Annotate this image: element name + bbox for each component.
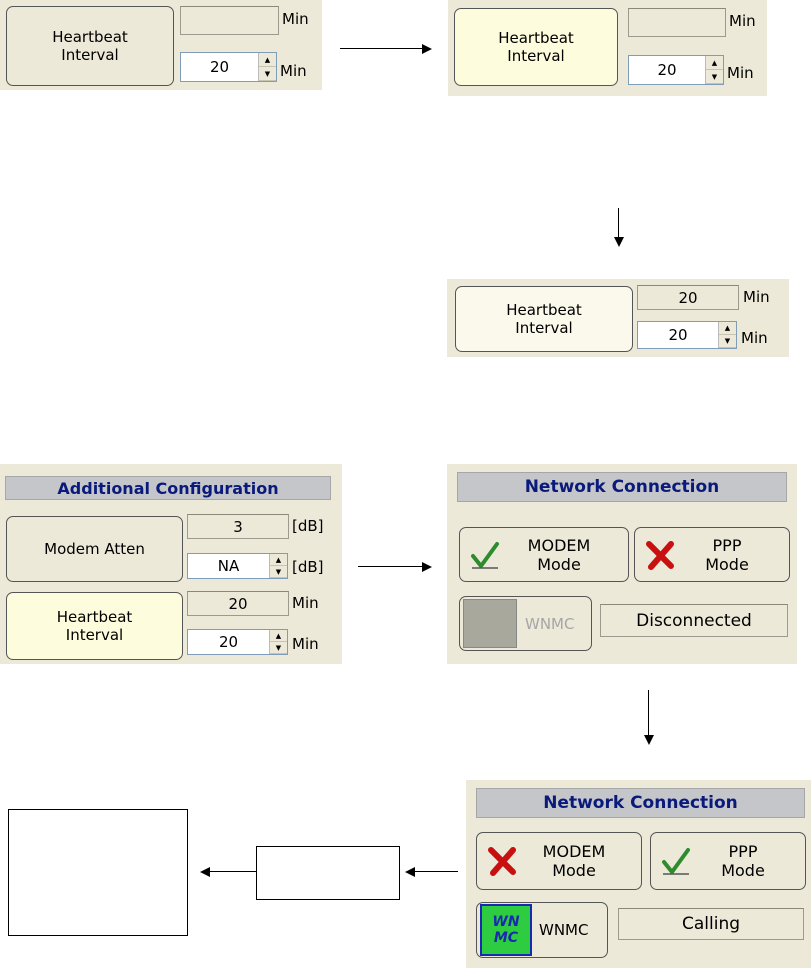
spin-up-icon[interactable]: ▲ — [270, 630, 287, 642]
modem-mode-button[interactable]: MODEM Mode — [476, 832, 642, 890]
ppp-mode-label: PPP Mode — [721, 842, 765, 880]
arrow-right — [358, 566, 422, 567]
section-header: Additional Configuration — [5, 476, 331, 500]
arrow-right — [340, 48, 422, 49]
arrowhead-icon — [614, 237, 624, 247]
wnmc-label: WNMC — [525, 614, 575, 633]
wnmc-button[interactable]: WN MC WNMC — [476, 902, 608, 958]
heartbeat-panel-2: Heartbeat Interval Min 20 ▲▼ Min — [448, 0, 767, 96]
spinner-value: 20 — [668, 326, 688, 344]
heartbeat-interval-button[interactable]: Heartbeat Interval — [6, 592, 183, 660]
arrow-down — [618, 208, 619, 238]
unit-label: [dB] — [292, 558, 324, 576]
spin-up-icon[interactable]: ▲ — [259, 53, 276, 67]
cross-icon — [488, 847, 516, 876]
cross-icon — [646, 540, 674, 570]
arrow-left — [415, 871, 458, 872]
modem-mode-label: MODEM Mode — [542, 842, 606, 880]
empty-box — [8, 809, 188, 936]
section-header: Network Connection — [457, 472, 787, 502]
spin-down-icon[interactable]: ▼ — [719, 335, 736, 348]
spin-down-icon[interactable]: ▼ — [270, 642, 287, 654]
wnmc-icon-text: WN MC — [492, 914, 520, 946]
heartbeat-spinner[interactable]: 20 ▲▼ — [637, 321, 737, 349]
spin-up-icon[interactable]: ▲ — [270, 554, 287, 566]
spin-up-icon[interactable]: ▲ — [706, 56, 723, 70]
check-icon — [471, 541, 499, 569]
spinner-value: 20 — [218, 633, 239, 651]
modem-mode-label: MODEM Mode — [527, 535, 591, 574]
modem-atten-current-field: 3 — [187, 514, 289, 539]
spinner-value: 20 — [657, 61, 677, 79]
spin-down-icon[interactable]: ▼ — [259, 67, 276, 81]
wnmc-icon: WN MC — [480, 904, 532, 956]
heartbeat-spinner[interactable]: 20 ▲▼ — [628, 55, 724, 85]
arrow-left — [210, 871, 256, 872]
unit-label: [dB] — [292, 517, 324, 535]
modem-atten-spinner[interactable]: NA ▲▼ — [187, 553, 288, 579]
wnmc-button[interactable]: WNMC — [459, 596, 592, 651]
heartbeat-panel-3: Heartbeat Interval 20 Min 20 ▲▼ Min — [447, 279, 789, 357]
empty-box — [256, 846, 400, 900]
wnmc-label: WNMC — [539, 921, 589, 939]
arrow-down — [648, 690, 649, 736]
unit-label: Min — [292, 594, 319, 612]
network-connection-panel-2: Network Connection MODEM Mode PPP Mode W… — [466, 780, 811, 968]
heartbeat-spinner[interactable]: 20 ▲▼ — [180, 52, 277, 82]
arrowhead-icon — [422, 562, 432, 572]
section-header: Network Connection — [476, 788, 805, 818]
heartbeat-interval-button[interactable]: Heartbeat Interval — [455, 286, 633, 352]
ppp-mode-label: PPP Mode — [705, 535, 749, 574]
spin-up-icon[interactable]: ▲ — [719, 322, 736, 335]
network-connection-panel-1: Network Connection MODEM Mode PPP Mode W… — [447, 464, 797, 664]
connection-status-field: Calling — [618, 908, 804, 940]
heartbeat-current-field — [628, 8, 726, 37]
spin-down-icon[interactable]: ▼ — [706, 70, 723, 84]
spinner-value: 20 — [209, 58, 230, 76]
spin-down-icon[interactable]: ▼ — [270, 566, 287, 578]
spinner-value: NA — [217, 557, 240, 575]
arrowhead-icon — [422, 44, 432, 54]
unit-label: Min — [727, 64, 754, 82]
arrowhead-icon — [405, 867, 415, 877]
check-icon — [662, 848, 690, 875]
heartbeat-current-field: 20 — [637, 285, 739, 310]
heartbeat-interval-button[interactable]: Heartbeat Interval — [6, 6, 174, 86]
arrowhead-icon — [644, 735, 654, 745]
unit-label: Min — [741, 329, 768, 347]
ppp-mode-button[interactable]: PPP Mode — [650, 832, 806, 890]
unit-label: Min — [282, 10, 309, 28]
modem-atten-button[interactable]: Modem Atten — [6, 516, 183, 582]
unit-label: Min — [743, 288, 770, 306]
arrowhead-icon — [200, 867, 210, 877]
connection-status-field: Disconnected — [600, 604, 788, 637]
heartbeat-panel-1: Heartbeat Interval Min 20 ▲▼ Min — [0, 0, 322, 90]
unit-label: Min — [280, 62, 307, 80]
ppp-mode-button[interactable]: PPP Mode — [634, 527, 790, 582]
wnmc-icon — [463, 599, 517, 648]
unit-label: Min — [292, 635, 319, 653]
heartbeat-interval-button[interactable]: Heartbeat Interval — [454, 8, 618, 86]
unit-label: Min — [729, 12, 756, 30]
heartbeat-current-field: 20 — [187, 591, 289, 616]
heartbeat-spinner[interactable]: 20 ▲▼ — [187, 629, 288, 655]
heartbeat-current-field — [180, 6, 279, 35]
additional-configuration-panel: Additional Configuration Modem Atten 3 [… — [0, 464, 342, 664]
modem-mode-button[interactable]: MODEM Mode — [459, 527, 629, 582]
